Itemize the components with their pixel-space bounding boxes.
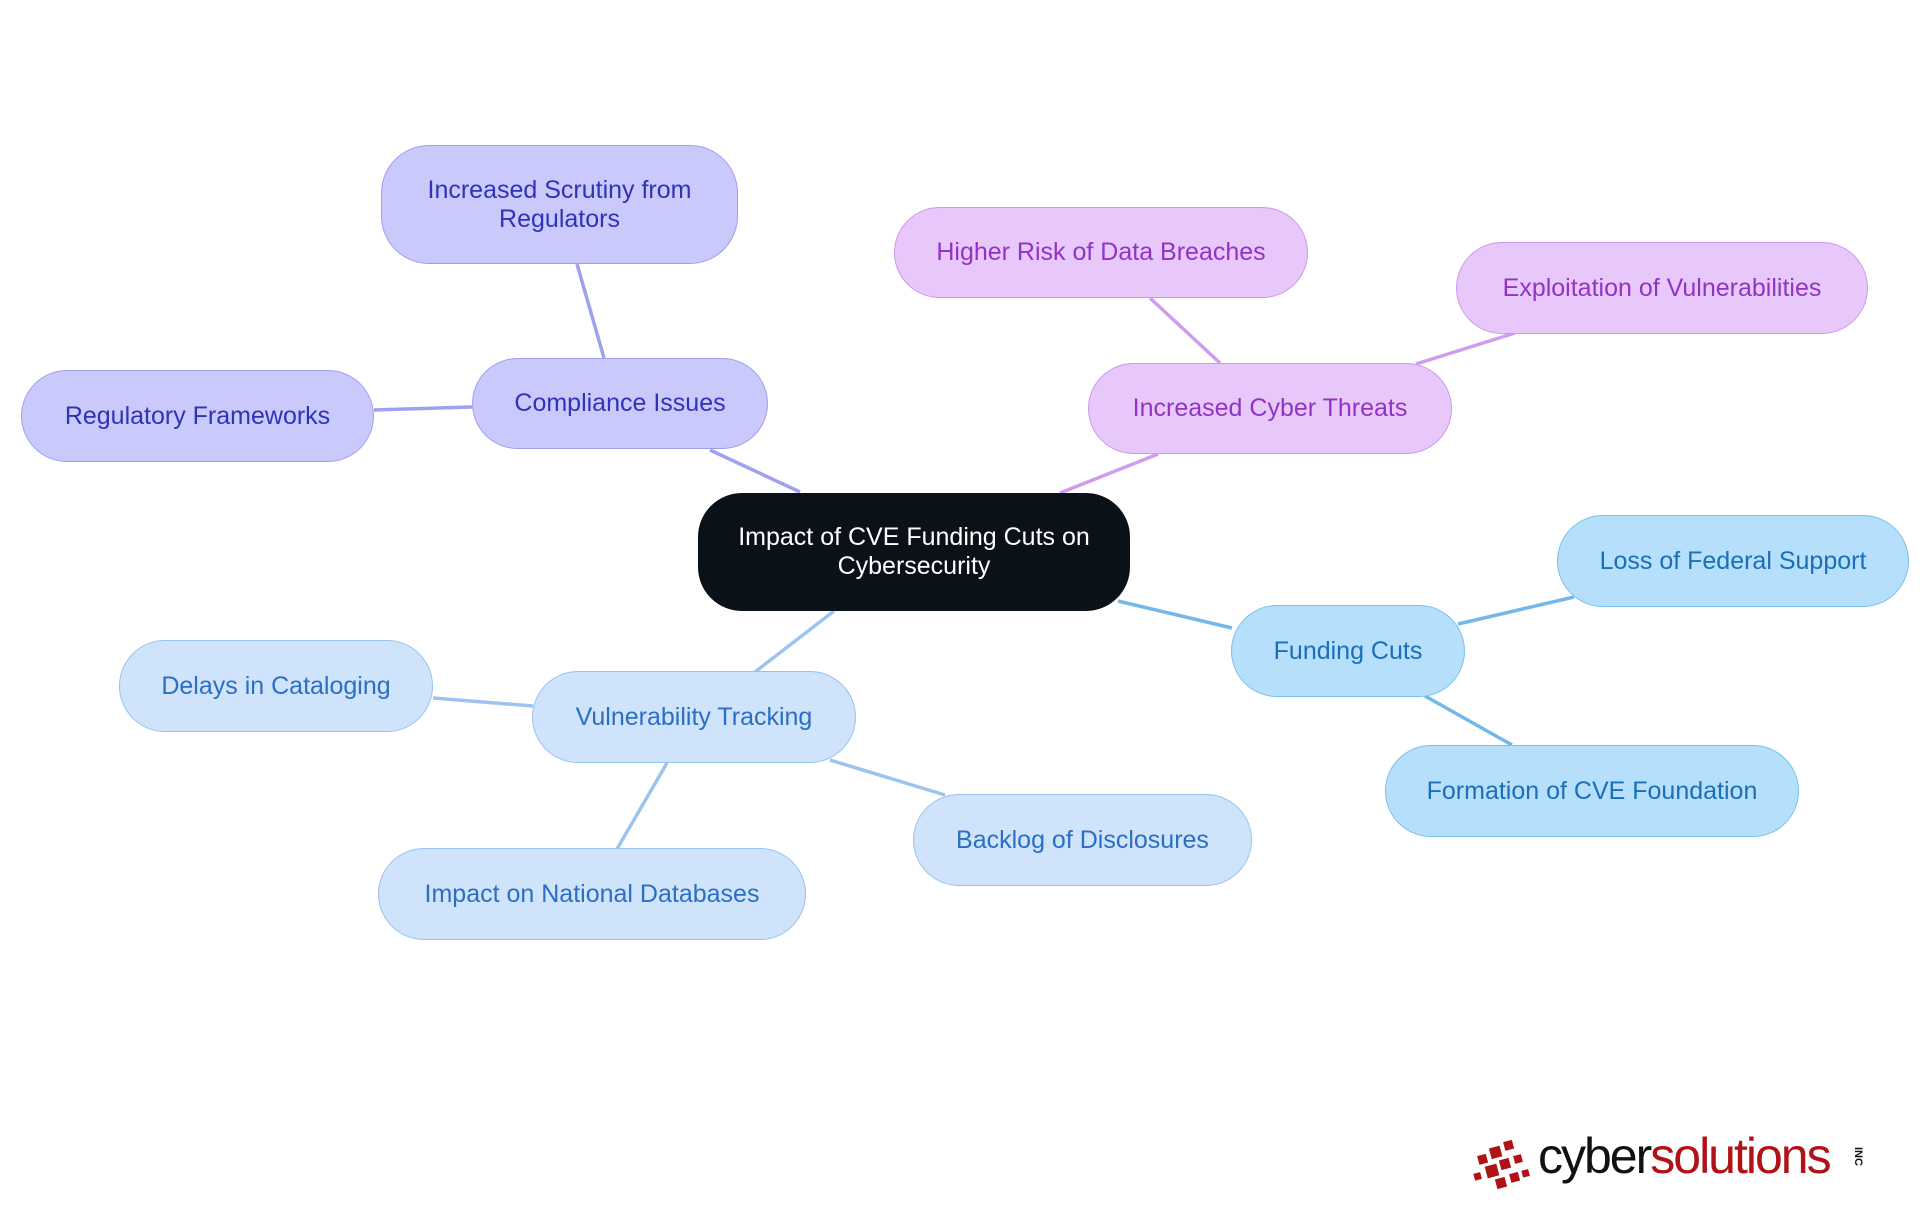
edge-funding-formation	[1424, 694, 1513, 747]
node-backlog-of-disclosures[interactable]: Backlog of Disclosures	[913, 794, 1252, 886]
logo-text-solutions: solutions	[1650, 1128, 1831, 1184]
edge-vulnerability-delays	[432, 696, 534, 708]
logo-wordmark: cybersolutions	[1538, 1128, 1832, 1184]
node-exploitation-of-vulnerabilities[interactable]: Exploitation of Vulnerabilities	[1456, 242, 1868, 334]
edge-root-vulnerability	[753, 609, 836, 674]
edge-root-compliance	[709, 448, 801, 494]
edge-compliance-frameworks	[373, 405, 473, 412]
node-delays-in-cataloging[interactable]: Delays in Cataloging	[119, 640, 433, 732]
node-formation-of-cve-foundation[interactable]: Formation of CVE Foundation	[1385, 745, 1799, 837]
logo-mark-icon	[1473, 1139, 1530, 1190]
cybersolutions-logo: cybersolutions INC	[1470, 1125, 1870, 1195]
node-regulatory-frameworks[interactable]: Regulatory Frameworks	[21, 370, 374, 462]
logo-text-inc: INC	[1852, 1147, 1864, 1166]
node-increased-scrutiny[interactable]: Increased Scrutiny from Regulators	[381, 145, 738, 264]
edge-funding-loss	[1457, 595, 1575, 626]
node-impact-on-national-databases[interactable]: Impact on National Databases	[378, 848, 806, 940]
edge-threats-exploitation	[1415, 331, 1516, 366]
node-funding-cuts[interactable]: Funding Cuts	[1231, 605, 1465, 697]
edge-compliance-scrutiny	[575, 263, 606, 359]
edge-root-funding	[1117, 599, 1233, 630]
edge-vulnerability-backlog	[829, 758, 946, 797]
node-increased-cyber-threats[interactable]: Increased Cyber Threats	[1088, 363, 1452, 454]
edge-threats-breaches	[1148, 296, 1222, 365]
root-node[interactable]: Impact of CVE Funding Cuts on Cybersecur…	[698, 493, 1130, 611]
node-higher-risk-data-breaches[interactable]: Higher Risk of Data Breaches	[894, 207, 1308, 298]
node-compliance-issues[interactable]: Compliance Issues	[472, 358, 768, 449]
node-vulnerability-tracking[interactable]: Vulnerability Tracking	[532, 671, 856, 763]
edge-root-threats	[1059, 452, 1159, 495]
logo-text-cyber: cyber	[1538, 1128, 1652, 1184]
edge-vulnerability-national	[615, 762, 669, 850]
node-loss-of-federal-support[interactable]: Loss of Federal Support	[1557, 515, 1909, 607]
